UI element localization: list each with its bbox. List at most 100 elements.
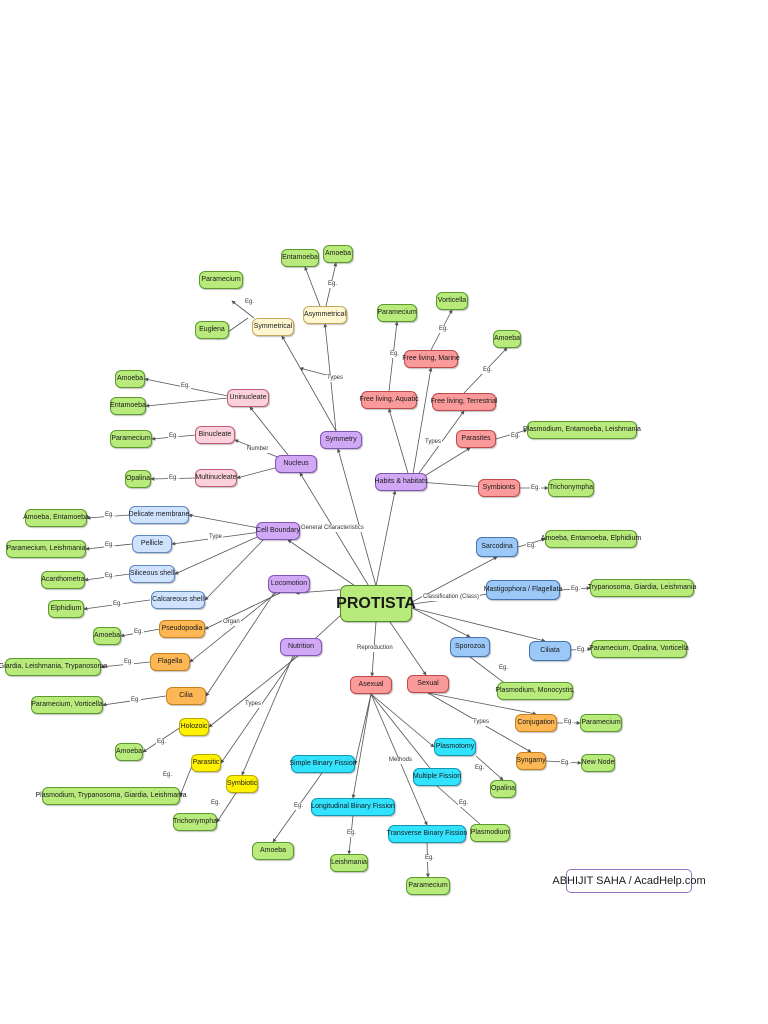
node-cell-boundary[interactable]: Cell Boundary (256, 522, 300, 540)
node-example[interactable]: Entamoeba (281, 249, 319, 267)
node-symbiotic[interactable]: Symbiotic (226, 775, 258, 793)
node-asexual[interactable]: Asexual (350, 676, 392, 694)
node-simple-binary-fission[interactable]: Simple Binary Fission (289, 755, 357, 773)
node-longitudinal-binary-fission[interactable]: Longitudinal Binary Fission (311, 798, 395, 816)
node-nucleus[interactable]: Nucleus (275, 455, 317, 473)
node-multiple-fission[interactable]: Multiple Fission (413, 768, 461, 786)
node-example[interactable]: Plasmodium, Trypanosoma, Giardia, Leishm… (36, 787, 186, 805)
node-example[interactable]: Acanthometra (41, 571, 85, 589)
node-mastigophora[interactable]: Mastigophora / Flagellata (484, 580, 562, 600)
node-label: Locomotion (270, 580, 308, 587)
node-example[interactable]: Amoeba (115, 370, 145, 388)
node-label: Free living, Marine (402, 355, 460, 362)
node-example[interactable]: Amoeba (93, 627, 121, 645)
node-example[interactable]: Entamoeba (110, 397, 146, 415)
connector-line (220, 655, 296, 764)
node-example[interactable]: Amoeba, Entamoeba, Elphidium (541, 530, 641, 548)
node-pseudopodia[interactable]: Pseudopodia (159, 620, 205, 638)
node-label: Free living, Aquatic (359, 396, 419, 403)
node-example[interactable]: Vorticella (436, 292, 468, 310)
node-asymmetrical[interactable]: Asymmetrical (303, 306, 347, 324)
node-example[interactable]: Amoeba (493, 330, 521, 348)
eg-label: Eg. (327, 281, 339, 288)
node-plasmotomy[interactable]: Plasmotomy (434, 738, 476, 756)
node-example[interactable]: Amoeba (252, 842, 294, 860)
node-label: Amoeba (259, 847, 287, 854)
node-example[interactable]: Euglena (195, 321, 229, 339)
connector-line (204, 592, 281, 630)
node-calcareous-shell[interactable]: Calcareous shell (151, 591, 205, 609)
node-example[interactable]: Trypanosoma, Giardia, Leishmania (588, 579, 696, 597)
node-example[interactable]: Paramecium, Leishmania (6, 540, 86, 558)
node-siliceous-shell[interactable]: Siliceous shell (129, 565, 175, 583)
node-multinucleate[interactable]: Multinucleate (195, 469, 237, 487)
node-label: Binucleate (198, 431, 232, 438)
node-label: Vorticella (437, 297, 467, 304)
node-binucleate[interactable]: Binucleate (195, 426, 235, 444)
eg-label: Eg. (162, 772, 174, 779)
node-example[interactable]: Paramecium (110, 430, 152, 448)
root-node[interactable]: PROTISTA (336, 585, 416, 622)
nucleus-number-label: Number (246, 446, 270, 453)
node-example[interactable]: Plasmodium, Monocystis, (495, 682, 575, 700)
connector-line (388, 408, 411, 481)
node-example[interactable]: Elphidium (48, 600, 84, 618)
node-free-living-aquatic[interactable]: Free living, Aquatic (359, 391, 419, 409)
node-symmetrical[interactable]: Symmetrical (252, 318, 294, 336)
eg-label: Eg. (168, 433, 180, 440)
node-free-living-marine[interactable]: Free living, Marine (402, 350, 460, 368)
node-example[interactable]: Opalina (125, 470, 151, 488)
connector-line (475, 755, 504, 781)
node-sarcodina[interactable]: Sarcodina (476, 537, 518, 557)
node-example[interactable]: Paramecium, Opalina, Vorticella (589, 640, 689, 658)
node-example[interactable]: Amoeba, Entamoeba (23, 509, 89, 527)
node-label: Paramecium (377, 309, 417, 316)
node-example[interactable]: Paramecium (199, 271, 243, 289)
node-example[interactable]: Paramecium (406, 877, 450, 895)
connector-line (281, 335, 337, 432)
node-example[interactable]: Giardia, Leishmania, Trypanosoma (0, 658, 107, 676)
node-nutrition[interactable]: Nutrition (280, 638, 322, 656)
node-parasitic[interactable]: Parasitic (191, 754, 221, 772)
node-label: Nucleus (283, 460, 309, 467)
eg-label: Eg. (438, 326, 450, 333)
node-parasites[interactable]: Parasites (456, 430, 496, 448)
connector-line (189, 592, 277, 663)
sexual-types-label: Types (472, 719, 491, 726)
node-symmetry[interactable]: Symmetry (320, 431, 362, 449)
node-example[interactable]: New Node (581, 754, 615, 772)
node-example[interactable]: Paramecium (377, 304, 417, 322)
node-symbionts[interactable]: Symbionts (478, 479, 520, 497)
connector-line (204, 534, 269, 601)
node-example[interactable]: Trichonympha (173, 813, 217, 831)
connector-line (231, 300, 255, 319)
node-delicate-membrane[interactable]: Delicate membrane (129, 506, 189, 524)
asexual-methods-label: Methods (388, 757, 414, 764)
connector-line (353, 693, 372, 765)
eg-label: Eg. (244, 299, 256, 306)
node-uninucleate[interactable]: Uninucleate (227, 389, 269, 407)
node-sexual[interactable]: Sexual (407, 675, 449, 693)
node-example[interactable]: Trichonympha (548, 479, 594, 497)
node-example[interactable]: Amoeba (323, 245, 353, 263)
node-example[interactable]: Amoeba (115, 743, 143, 761)
node-pellicle[interactable]: Pellicle (132, 535, 172, 553)
node-free-living-terrestrial[interactable]: Free living, Terrestrial (431, 393, 497, 411)
node-example[interactable]: Paramecium (580, 714, 622, 732)
node-sporozoa[interactable]: Sporozoa (450, 637, 490, 657)
node-transverse-binary-fission[interactable]: Transverse Binary Fission (387, 825, 467, 843)
node-example[interactable]: Paramecium, Vorticella (31, 696, 103, 714)
node-syngamy[interactable]: Syngamy (516, 752, 546, 770)
node-example[interactable]: Opalina (490, 780, 516, 798)
node-example[interactable]: Plasmodium (470, 824, 510, 842)
node-example[interactable]: Plasmodium, Entamoeba, Leishmania (523, 421, 641, 439)
node-ciliata[interactable]: Ciliata (529, 641, 571, 661)
node-cilia[interactable]: Cilia (166, 687, 206, 705)
node-holozoic[interactable]: Holozoic (179, 718, 209, 736)
node-locomotion[interactable]: Locomotion (268, 575, 310, 593)
node-conjugation[interactable]: Conjugation (515, 714, 557, 732)
node-label: Holozoic (180, 723, 208, 730)
node-example[interactable]: Leishmania (330, 854, 368, 872)
node-flagella[interactable]: Flagella (150, 653, 190, 671)
node-habits-habitats[interactable]: Habits & habitats (375, 473, 427, 491)
